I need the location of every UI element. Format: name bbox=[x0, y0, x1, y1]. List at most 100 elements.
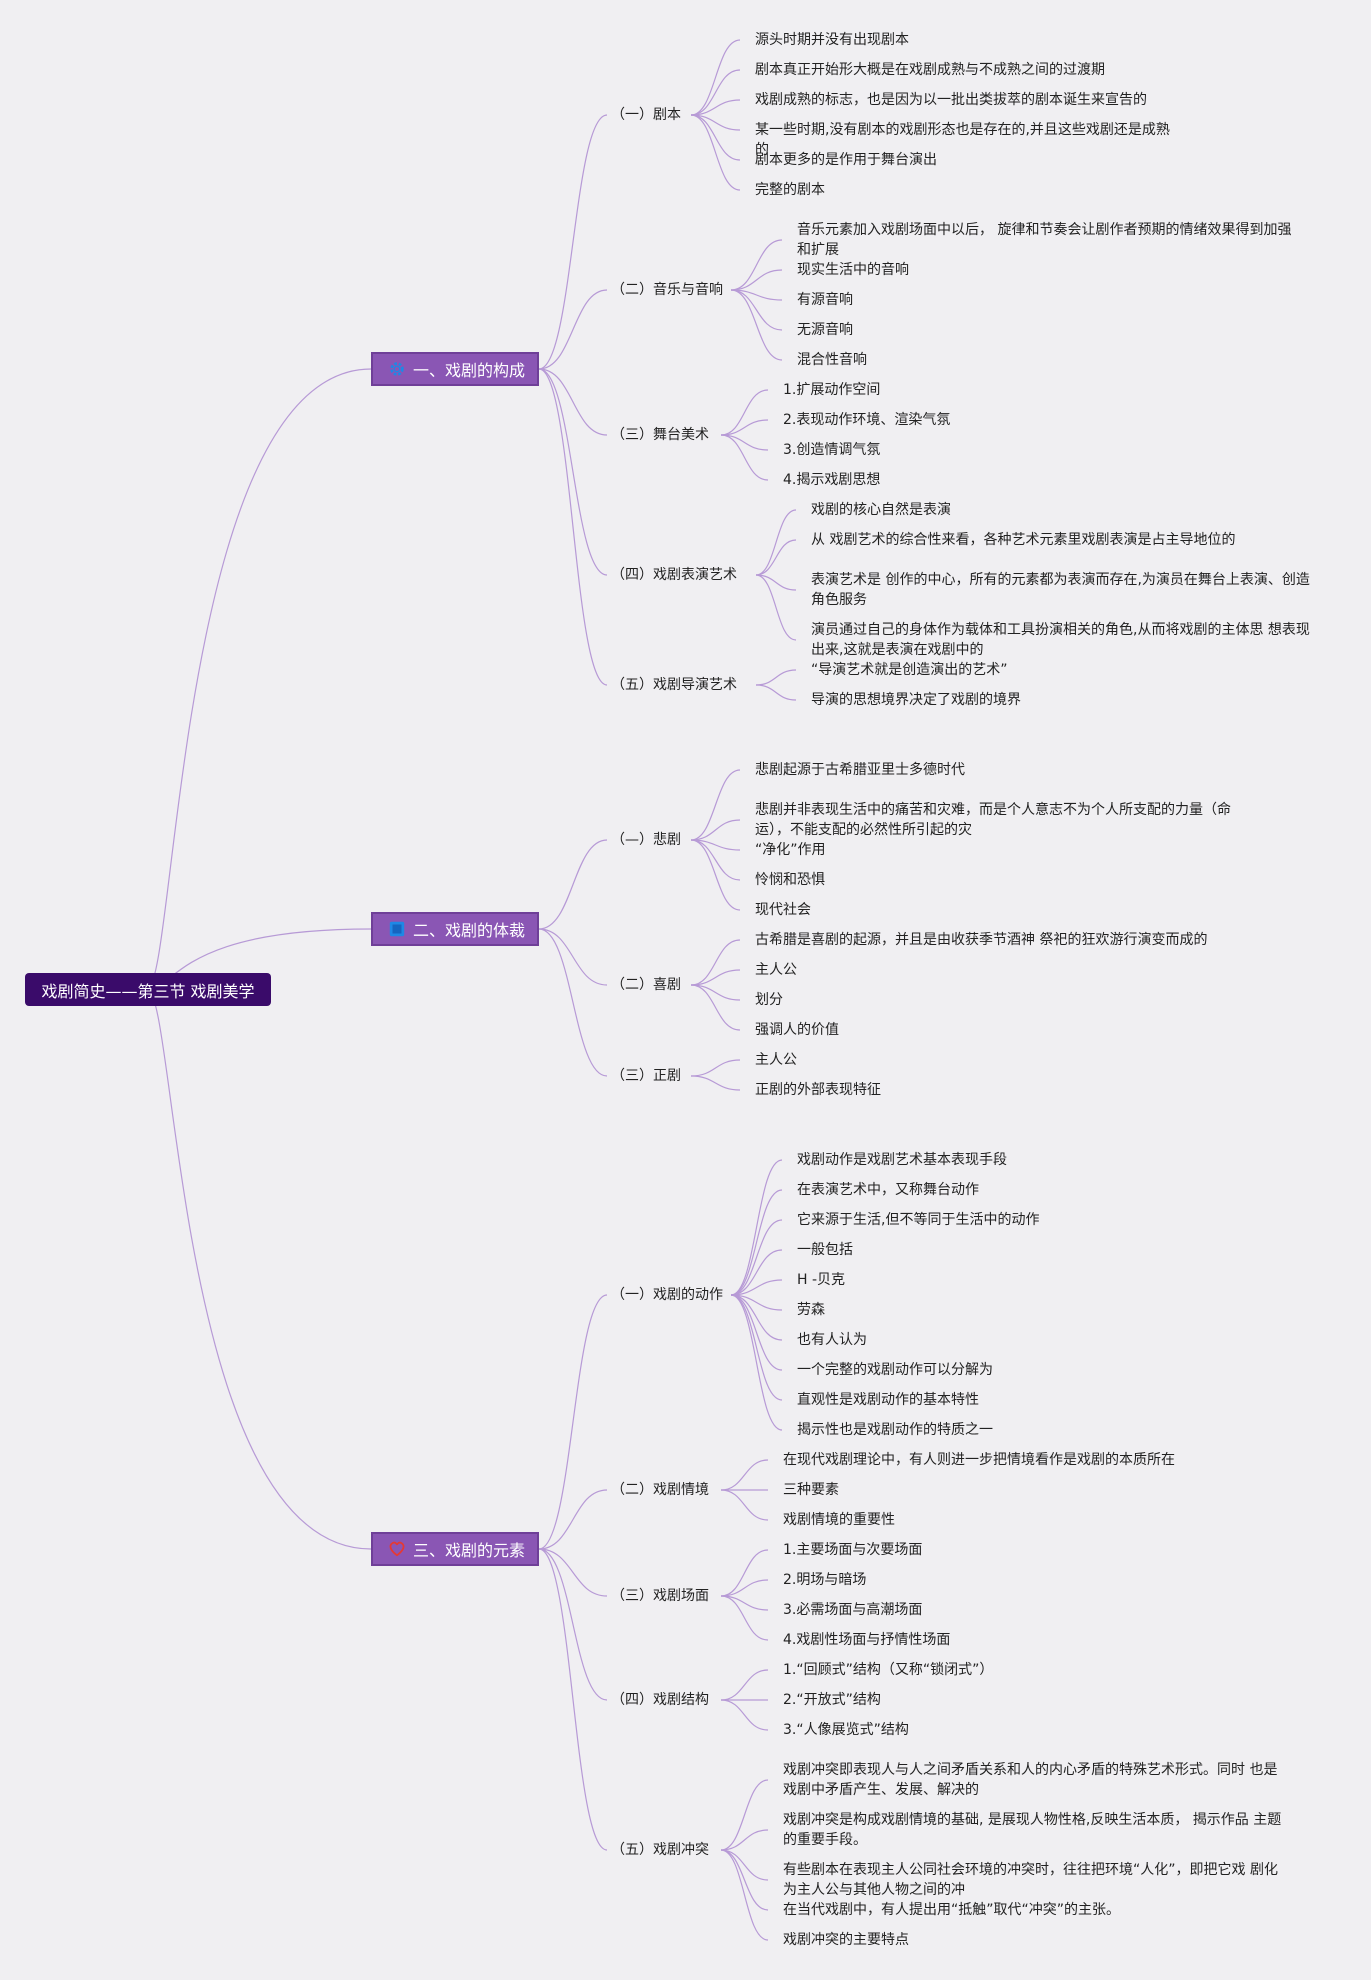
topic-label: 一、戏剧的构成 bbox=[413, 361, 526, 380]
leaf-branch-line bbox=[730, 1189, 783, 1296]
leaf-node[interactable]: 2.“开放式”结构 bbox=[783, 1692, 881, 1708]
leaf-node[interactable]: 2.明场与暗场 bbox=[783, 1572, 867, 1588]
leaf-branch-line bbox=[730, 1294, 783, 1401]
topic-genre[interactable]: 二、戏剧的体裁 bbox=[371, 912, 539, 946]
subtopic-node[interactable]: （三）戏剧场面 bbox=[611, 1588, 709, 1604]
leaf-branch-line bbox=[730, 1294, 783, 1311]
leaf-node[interactable]: 演员通过自己的身体作为载体和工具扮演相关的角色,从而将戏剧的主体思 想表现出来,… bbox=[811, 622, 1310, 658]
topic-composition[interactable]: 一、戏剧的构成 bbox=[371, 352, 539, 386]
leaf-branch-line bbox=[730, 1219, 783, 1296]
leaf-node[interactable]: “导演艺术就是创造演出的艺术” bbox=[811, 662, 1008, 678]
subtopic-node[interactable]: （四）戏剧结构 bbox=[611, 1692, 709, 1708]
leaf-node[interactable]: 3.必需场面与高潮场面 bbox=[783, 1602, 923, 1618]
leaf-branch-line bbox=[730, 1249, 783, 1296]
leaf-node[interactable]: 在当代戏剧中，有人提出用“抵触”取代“冲突”的主张。 bbox=[783, 1902, 1121, 1918]
leaf-node[interactable]: 揭示性也是戏剧动作的特质之一 bbox=[797, 1422, 993, 1438]
leaf-node[interactable]: 无源音响 bbox=[797, 322, 853, 338]
leaf-node[interactable]: 主人公 bbox=[755, 1052, 797, 1068]
leaf-node[interactable]: 戏剧情境的重要性 bbox=[783, 1512, 895, 1528]
subtopic-node[interactable]: （二）音乐与音响 bbox=[611, 282, 723, 298]
leaf-node[interactable]: 主人公 bbox=[755, 962, 797, 978]
topic-branch-line bbox=[538, 928, 608, 986]
leaf-node[interactable]: 划分 bbox=[755, 992, 783, 1008]
leaf-branch-line bbox=[720, 1489, 769, 1521]
leaf-node[interactable]: 4.戏剧性场面与抒情性场面 bbox=[783, 1632, 951, 1648]
leaf-node[interactable]: 1.扩展动作空间 bbox=[783, 382, 881, 398]
leaf-node[interactable]: 一个完整的戏剧动作可以分解为 bbox=[797, 1362, 993, 1378]
leaf-node[interactable]: 直观性是戏剧动作的基本特性 bbox=[797, 1392, 979, 1408]
leaf-node[interactable]: “净化”作用 bbox=[755, 842, 826, 858]
leaf-branch-line bbox=[730, 1294, 783, 1431]
leaf-node[interactable]: 1.主要场面与次要场面 bbox=[783, 1542, 923, 1558]
topic-branch-line bbox=[538, 1548, 608, 1597]
leaf-node[interactable]: 剧本真正开始形大概是在戏剧成熟与不成熟之间的过渡期 bbox=[755, 62, 1105, 78]
leaf-branch-line bbox=[690, 114, 741, 161]
subtopic-node[interactable]: （四）戏剧表演艺术 bbox=[611, 567, 737, 583]
leaf-node[interactable]: 3.“人像展览式”结构 bbox=[783, 1722, 909, 1738]
topic-branch-line bbox=[538, 1489, 608, 1550]
leaf-branch-line bbox=[755, 509, 797, 576]
leaf-node[interactable]: 怜悯和恐惧 bbox=[755, 872, 825, 888]
topic-branch-line bbox=[538, 289, 608, 370]
subtopic-node[interactable]: （三）舞台美术 bbox=[611, 427, 709, 443]
leaf-node[interactable]: 源头时期并没有出现剧本 bbox=[755, 32, 909, 48]
leaf-node[interactable]: 4.揭示戏剧思想 bbox=[783, 472, 881, 488]
leaf-node[interactable]: 强调人的价值 bbox=[755, 1022, 839, 1038]
leaf-node[interactable]: 它来源于生活,但不等同于生活中的动作 bbox=[797, 1212, 1040, 1228]
leaf-node[interactable]: 混合性音响 bbox=[797, 352, 867, 368]
leaf-branch-line bbox=[730, 1294, 783, 1371]
leaf-node[interactable]: 劳森 bbox=[797, 1302, 825, 1318]
subtopic-node[interactable]: （二）喜剧 bbox=[611, 977, 681, 993]
leaf-node[interactable]: 音乐元素加入戏剧场面中以后， 旋律和节奏会让剧作者预期的情绪效果得到加强和扩展 bbox=[797, 222, 1292, 258]
leaf-node[interactable]: 正剧的外部表现特征 bbox=[755, 1082, 881, 1098]
heart-icon bbox=[387, 1539, 407, 1559]
leaf-node[interactable]: 有些剧本在表现主人公同社会环境的冲突时，往往把环境“人化”，即把它戏 剧化为主人… bbox=[783, 1862, 1278, 1898]
subtopic-node[interactable]: （一）戏剧的动作 bbox=[611, 1287, 723, 1303]
leaf-branch-line bbox=[690, 839, 741, 881]
leaf-node[interactable]: 从 戏剧艺术的综合性来看，各种艺术元素里戏剧表演是占主导地位的 bbox=[811, 532, 1236, 548]
leaf-branch-line bbox=[730, 1294, 783, 1341]
leaf-node[interactable]: 在现代戏剧理论中，有人则进一步把情境看作是戏剧的本质所在 bbox=[783, 1452, 1175, 1468]
topic-label: 三、戏剧的元素 bbox=[413, 1541, 526, 1560]
leaf-node[interactable]: 现实生活中的音响 bbox=[797, 262, 909, 278]
root-node[interactable]: 戏剧简史——第三节 戏剧美学 bbox=[25, 973, 271, 1006]
gear-icon bbox=[387, 359, 407, 379]
leaf-node[interactable]: 戏剧冲突是构成戏剧情境的基础, 是展现人物性格,反映生活本质， 揭示作品 主题的… bbox=[783, 1812, 1282, 1848]
leaf-node[interactable]: 3.创造情调气氛 bbox=[783, 442, 881, 458]
leaf-node[interactable]: 导演的思想境界决定了戏剧的境界 bbox=[811, 692, 1021, 708]
subtopic-node[interactable]: （五）戏剧冲突 bbox=[611, 1842, 709, 1858]
leaf-node[interactable]: H -贝克 bbox=[797, 1272, 846, 1288]
subtopic-node[interactable]: （—）悲剧 bbox=[611, 832, 681, 848]
subtopic-node[interactable]: （一）剧本 bbox=[611, 107, 681, 123]
leaf-node[interactable]: 有源音响 bbox=[797, 292, 853, 308]
leaf-node[interactable]: 戏剧冲突即表现人与人之间矛盾关系和人的内心矛盾的特殊艺术形式。同时 也是戏剧中矛… bbox=[783, 1762, 1278, 1798]
root-label: 戏剧简史——第三节 戏剧美学 bbox=[41, 981, 255, 1001]
leaf-node[interactable]: 现代社会 bbox=[755, 902, 811, 918]
topic-elements[interactable]: 三、戏剧的元素 bbox=[371, 1532, 539, 1566]
leaf-node[interactable]: 在表演艺术中，又称舞台动作 bbox=[797, 1182, 979, 1198]
leaf-node[interactable]: 古希腊是喜剧的起源，并且是由收获季节酒神 祭祀的狂欢游行演变而成的 bbox=[755, 932, 1208, 948]
subtopic-node[interactable]: （三）正剧 bbox=[611, 1068, 681, 1084]
leaf-node[interactable]: 悲剧起源于古希腊亚里士多德时代 bbox=[755, 762, 965, 778]
leaf-branch-line bbox=[690, 114, 741, 191]
topic-branch-line bbox=[538, 928, 608, 1077]
leaf-node[interactable]: 三种要素 bbox=[783, 1482, 839, 1498]
leaf-node[interactable]: 某一些时期,没有剧本的戏剧形态也是存在的,并且这些戏剧还是成熟的 bbox=[755, 122, 1170, 158]
root-branch-line bbox=[146, 368, 372, 990]
leaf-node[interactable]: 也有人认为 bbox=[797, 1332, 867, 1348]
leaf-node[interactable]: 悲剧并非表现生活中的痛苦和灾难，而是个人意志不为个人所支配的力量（命运），不能支… bbox=[755, 802, 1231, 838]
leaf-branch-line bbox=[755, 669, 797, 686]
leaf-node[interactable]: 表演艺术是 创作的中心，所有的元素都为表演而存在,为演员在舞台上表演、创造角色服… bbox=[811, 572, 1310, 608]
leaf-node[interactable]: 戏剧的核心自然是表演 bbox=[811, 502, 951, 518]
leaf-node[interactable]: 剧本更多的是作用于舞台演出 bbox=[755, 152, 937, 168]
leaf-node[interactable]: 一般包括 bbox=[797, 1242, 853, 1258]
leaf-node[interactable]: 1.“回顾式”结构（又称“锁闭式”） bbox=[783, 1662, 994, 1678]
leaf-node[interactable]: 戏剧动作是戏剧艺术基本表现手段 bbox=[797, 1152, 1007, 1168]
subtopic-node[interactable]: （二）戏剧情境 bbox=[611, 1482, 709, 1498]
leaf-node[interactable]: 戏剧冲突的主要特点 bbox=[783, 1932, 909, 1948]
leaf-node[interactable]: 戏剧成熟的标志，也是因为以一批出类拔萃的剧本诞生来宣告的 bbox=[755, 92, 1147, 108]
subtopic-node[interactable]: （五）戏剧导演艺术 bbox=[611, 677, 737, 693]
topic-branch-line bbox=[538, 368, 608, 436]
leaf-node[interactable]: 2.表现动作环境、渲染气氛 bbox=[783, 412, 951, 428]
leaf-node[interactable]: 完整的剧本 bbox=[755, 182, 825, 198]
